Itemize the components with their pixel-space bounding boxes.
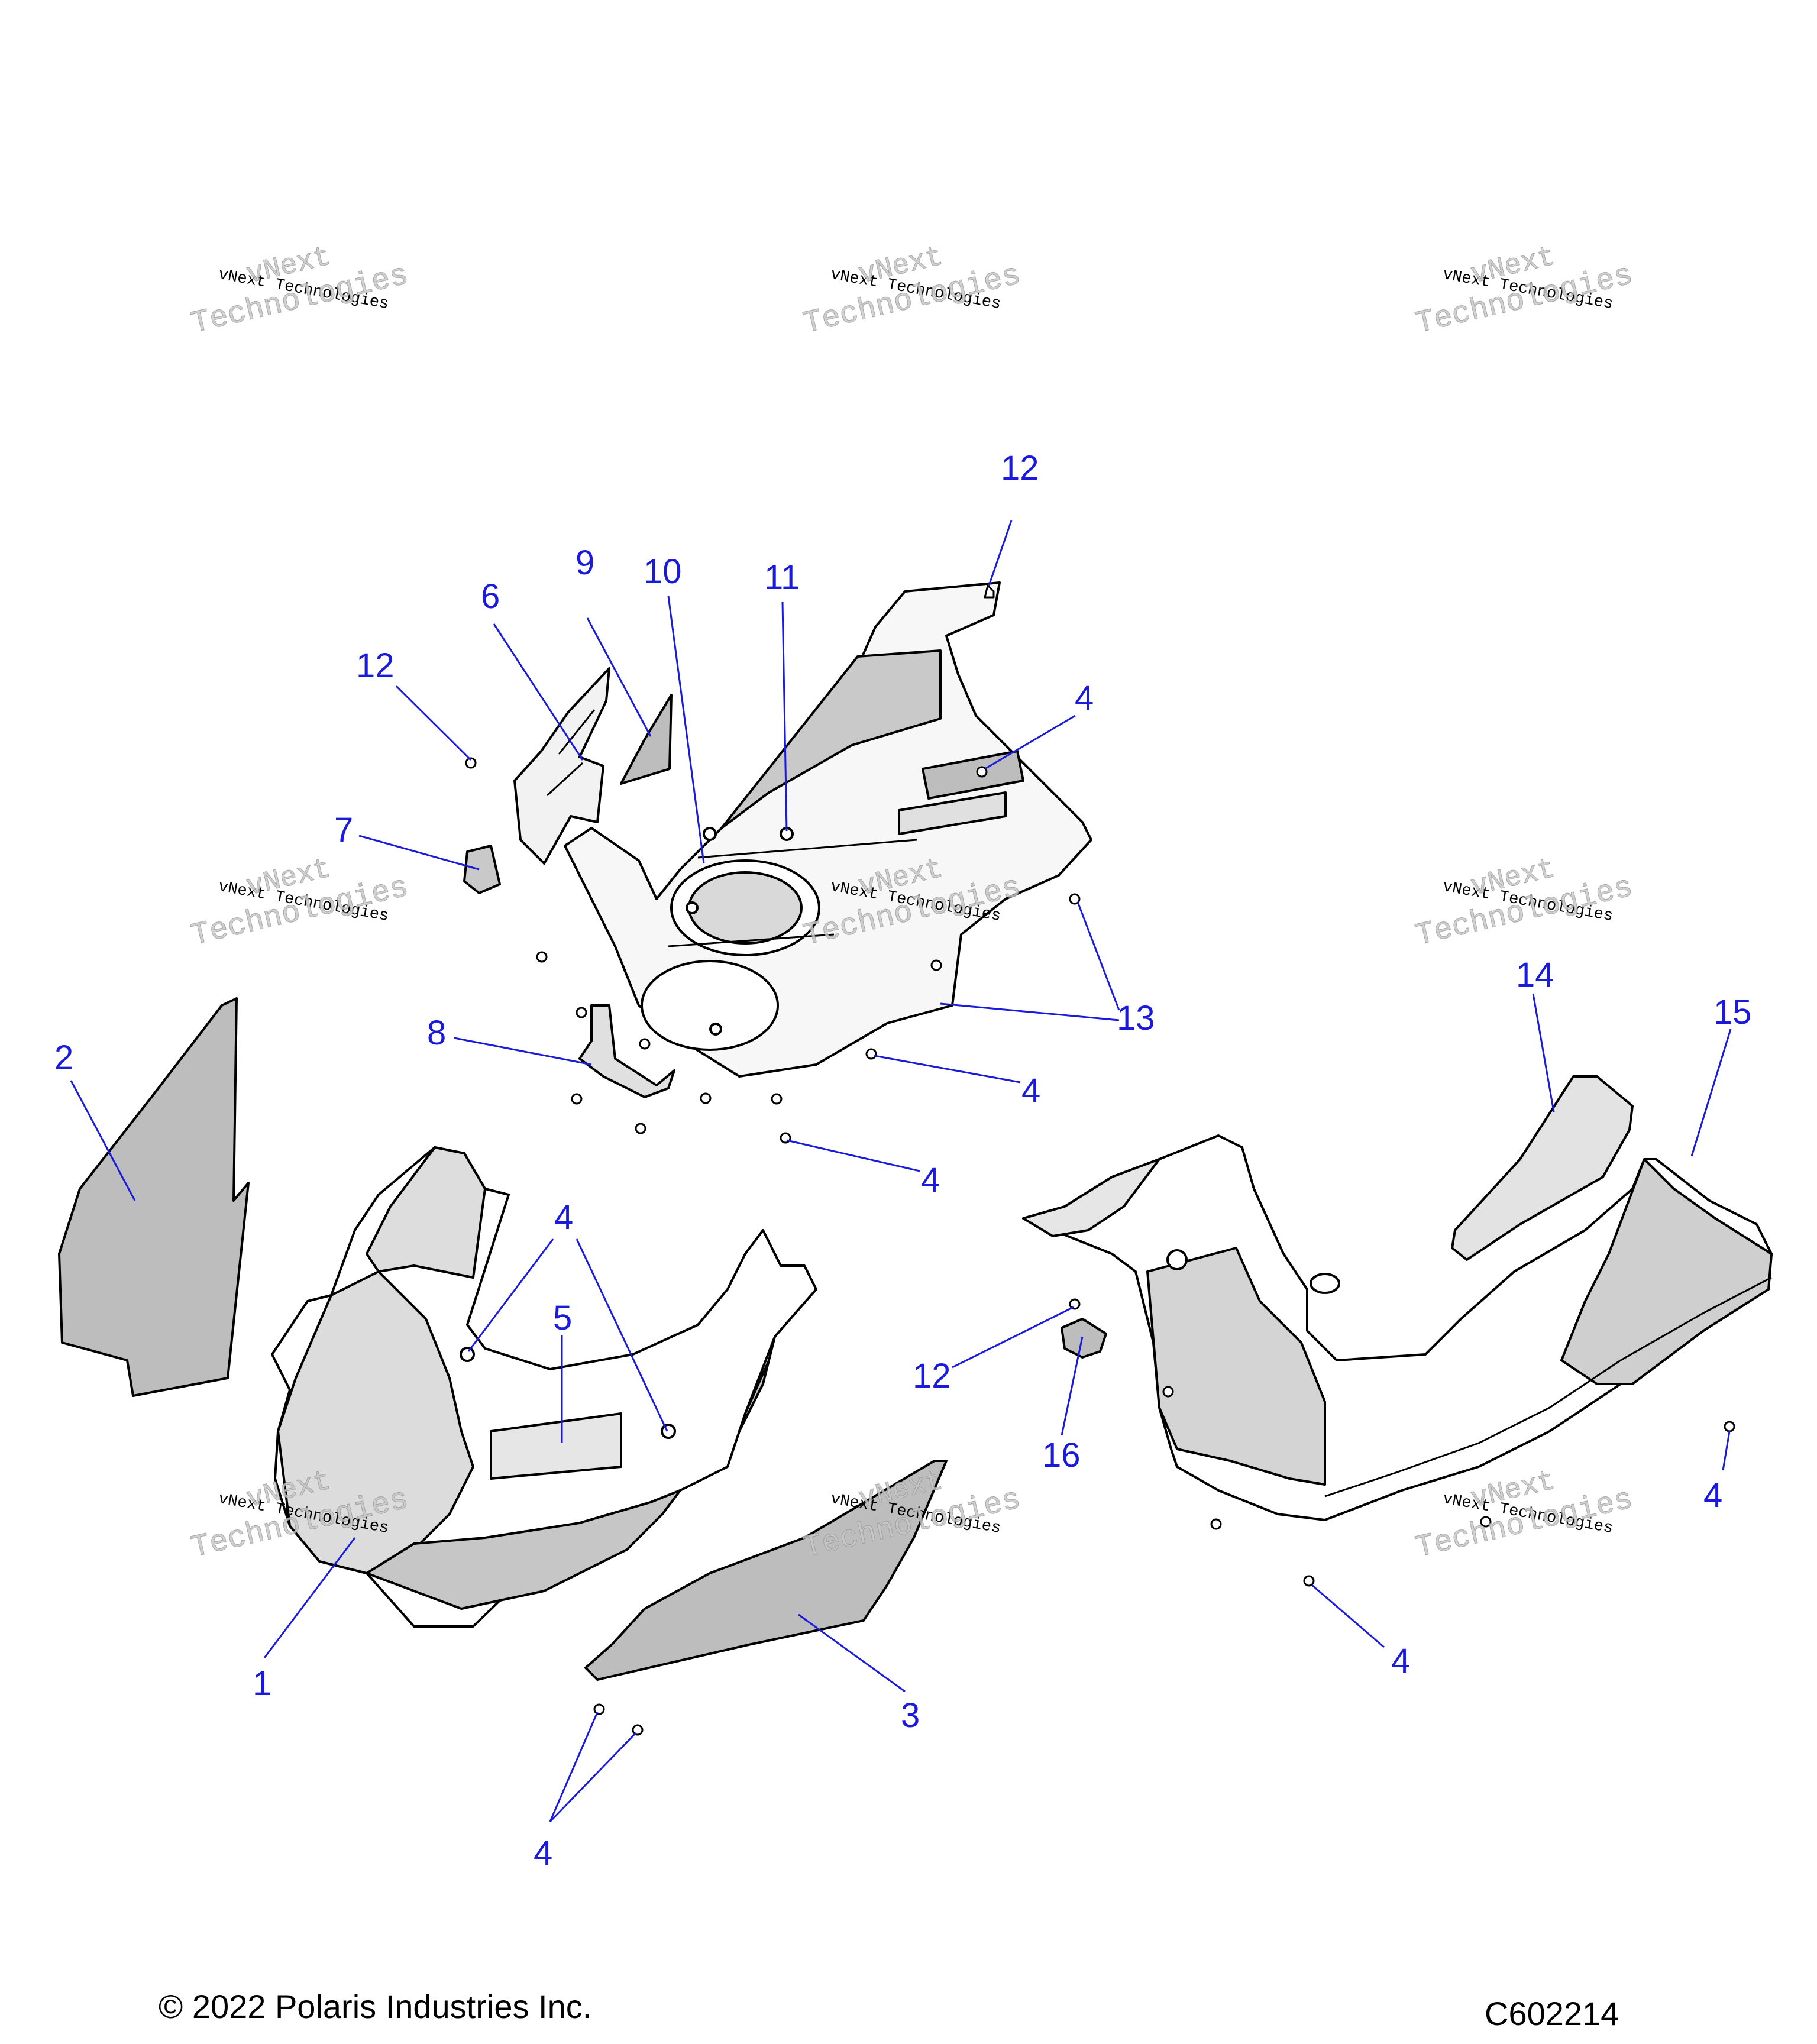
callout-4-far-right: 4 (1703, 1476, 1723, 1515)
callout-4-part1: 4 (554, 1198, 574, 1237)
part-1-inner-shade (277, 1270, 474, 1574)
part-8-bracket (578, 1004, 675, 1098)
part-3-side-panel (584, 1460, 948, 1681)
callout-9: 9 (576, 544, 595, 582)
callout-11: 11 (764, 558, 800, 597)
part-10-shaded-tunnel (720, 649, 942, 829)
callout-12-left: 12 (356, 646, 395, 685)
fasteners (465, 584, 1735, 1736)
part-6-bracket (513, 667, 610, 865)
callout-4-bottom: 4 (534, 1834, 553, 1872)
callout-12-top: 12 (1001, 449, 1039, 487)
part-2-side-panel (58, 997, 250, 1397)
callout-4-center: 4 (1021, 1072, 1041, 1110)
part-7-clip (463, 845, 501, 894)
callout-12-right: 12 (913, 1357, 951, 1395)
callout-4-upper-right: 4 (1075, 679, 1094, 717)
part-5-decal (490, 1412, 622, 1480)
callout-2: 2 (54, 1039, 74, 1077)
callout-1: 1 (253, 1664, 272, 1703)
callout-6: 6 (481, 577, 500, 616)
part-1-front-lip (366, 1489, 681, 1610)
part-14-decal (1451, 1075, 1634, 1261)
callout-13: 13 (1117, 999, 1155, 1037)
callout-7: 7 (334, 811, 354, 849)
callout-15: 15 (1713, 993, 1752, 1031)
copyright-text: © 2022 Polaris Industries Inc. (159, 1988, 592, 2025)
callout-8: 8 (427, 1014, 447, 1052)
callout-10: 10 (644, 552, 682, 591)
leader-lines (70, 520, 1732, 1823)
callout-3: 3 (901, 1696, 920, 1735)
callout-16: 16 (1042, 1436, 1081, 1474)
callout-14: 14 (1516, 956, 1554, 994)
part-9-panel (620, 694, 673, 785)
part-16-bumper (1061, 1318, 1107, 1359)
callout-4-center-lower: 4 (921, 1161, 940, 1199)
callout-5: 5 (553, 1299, 573, 1337)
diagram-code: C602214 (1485, 1995, 1619, 2032)
part-10-round-opening-lower (641, 960, 779, 1051)
callout-4-lower-right: 4 (1391, 1642, 1411, 1680)
